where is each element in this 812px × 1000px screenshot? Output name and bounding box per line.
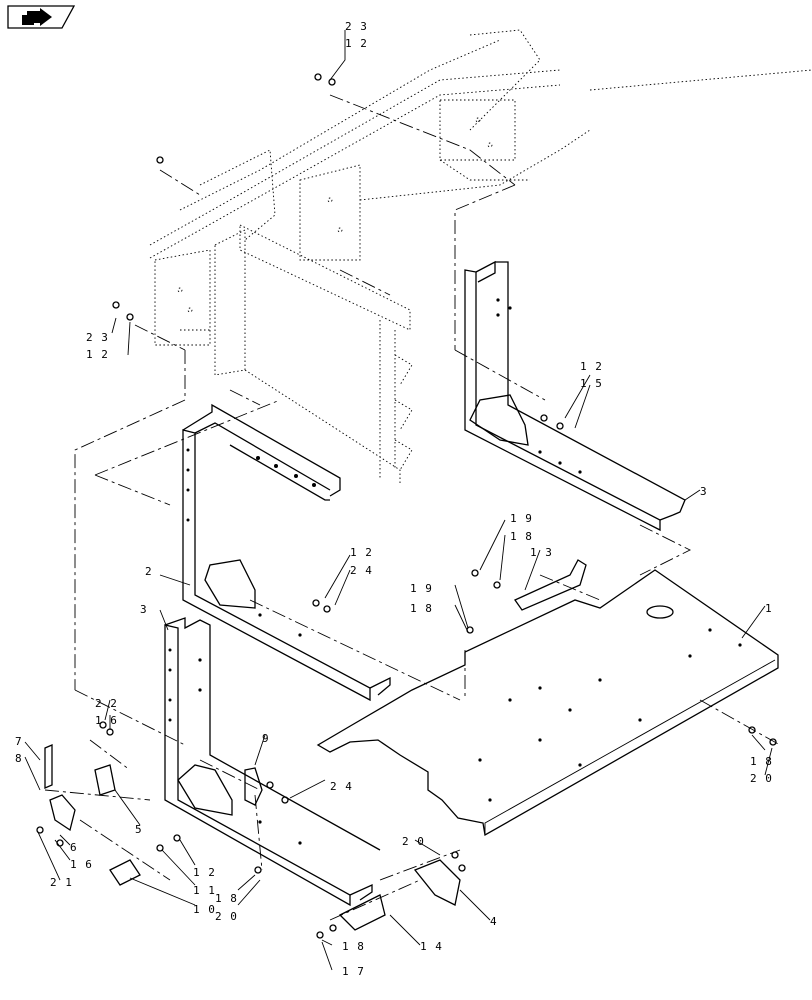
part-1-floor-plate: [316, 569, 779, 837]
part-14-bracket: [338, 894, 386, 931]
callout-18a: 1 8: [510, 530, 533, 543]
callout-18c: 1 8: [750, 755, 773, 768]
callout-14: 1 4: [420, 940, 443, 953]
callout-16a: 1 6: [95, 714, 118, 727]
callout-15: 1 5: [580, 377, 603, 390]
part-7-pin: [44, 744, 53, 789]
button-frame: [7, 5, 76, 29]
callout-20b: 2 0: [215, 910, 238, 923]
callout-9: 9: [262, 732, 270, 745]
callout-12a: 1 2: [345, 37, 368, 50]
callout-1: 1: [765, 602, 773, 615]
part-10-knob: [109, 859, 141, 886]
callout-8: 8: [15, 752, 23, 765]
callout-3a: 3: [700, 485, 708, 498]
callout-19a: 1 9: [510, 512, 533, 525]
small-plates: [49, 764, 461, 931]
chassis-frame: [149, 29, 812, 346]
callout-18e: 1 8: [342, 940, 365, 953]
part-6-hinge: [49, 794, 76, 832]
hardware: [36, 73, 777, 939]
callout-7: 7: [15, 735, 23, 748]
callout-11: 1 1: [193, 884, 216, 897]
callout-12e: 1 2: [193, 866, 216, 879]
callout-21: 2 1: [50, 876, 73, 889]
callout-6: 6: [70, 841, 78, 854]
callout-18d: 1 8: [215, 892, 238, 905]
callout-12d: 1 2: [350, 546, 373, 559]
part-2-bracket: [182, 403, 391, 702]
part-9-plate: [244, 767, 263, 806]
callout-labels: 2 3 1 2 2 3 1 2 1 2 1 5 3 1 9 1 8 1 3 2 …: [15, 20, 773, 978]
callout-12c: 1 2: [580, 360, 603, 373]
callout-20a: 2 0: [750, 772, 773, 785]
arrow-icon: [22, 8, 52, 26]
callout-10: 1 0: [193, 903, 216, 916]
leader-lines: [24, 30, 773, 971]
part-13-bracket: [514, 559, 587, 611]
callout-19b: 1 9: [410, 582, 433, 595]
part-3-lower-bracket: [164, 617, 381, 907]
part-5-plate: [94, 764, 116, 796]
callout-2: 2: [145, 565, 153, 578]
callout-12b: 1 2: [86, 348, 109, 361]
part-3-upper-bracket: [464, 260, 686, 532]
callout-3b: 3: [140, 603, 148, 616]
callout-20c: 2 0: [402, 835, 425, 848]
phantom-lines: [44, 94, 781, 921]
callout-4: 4: [490, 915, 498, 928]
callout-17: 1 7: [342, 965, 365, 978]
callout-23a: 2 3: [345, 20, 368, 33]
callout-5: 5: [135, 823, 143, 836]
callout-22: 2 2: [95, 697, 118, 710]
callout-23b: 2 3: [86, 331, 109, 344]
part-4-bracket: [413, 859, 461, 906]
nav-arrow-button[interactable]: [7, 5, 76, 29]
callout-24b: 2 4: [330, 780, 353, 793]
radiator-assembly: [214, 224, 413, 485]
callout-24a: 2 4: [350, 564, 373, 577]
callout-16b: 1 6: [70, 858, 93, 871]
callout-18b: 1 8: [410, 602, 433, 615]
callout-13: 1 3: [530, 546, 553, 559]
